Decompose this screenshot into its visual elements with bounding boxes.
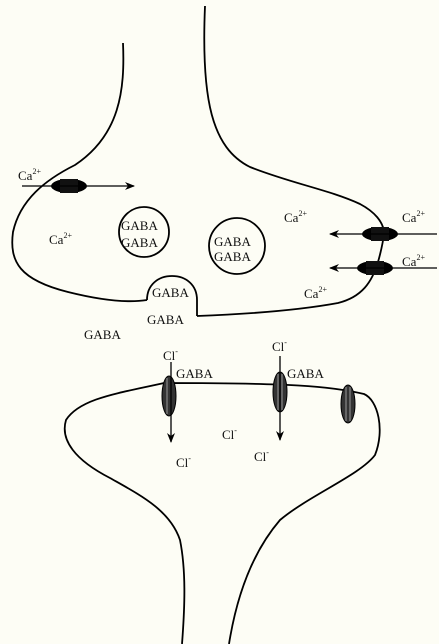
gaba-label-fusion-bottom: GABA — [147, 312, 184, 327]
gaba-label-receptor-1: GABA — [176, 366, 213, 381]
gaba-label-vesicle-1-top: GABA — [121, 218, 158, 233]
ca-label-right-inside-2: Ca2+ — [304, 285, 327, 301]
gaba-receptor-3 — [341, 385, 355, 423]
ca-label-left-outside: Ca2+ — [18, 167, 41, 183]
gaba-label-cleft: GABA — [84, 327, 121, 342]
ca-label-right-inside-1: Ca2+ — [284, 209, 307, 225]
gaba-label-fusion-top: GABA — [152, 285, 189, 300]
ca-label-right-outside-2: Ca2+ — [402, 253, 425, 269]
cl-label-inside-1: Cl- — [176, 454, 191, 470]
presynaptic-terminal-outline — [12, 6, 384, 316]
cl-label-inside-center: Cl- — [222, 426, 237, 442]
gaba-label-receptor-2: GABA — [287, 366, 324, 381]
cl-label-inside-2: Cl- — [254, 448, 269, 464]
gaba-label-vesicle-2-bottom: GABA — [214, 249, 251, 264]
gaba-receptor-1 — [162, 376, 176, 416]
cl-label-outside-1: Cl- — [163, 347, 178, 363]
cl-label-outside-2: Cl- — [272, 338, 287, 354]
gaba-label-vesicle-2-top: GABA — [214, 234, 251, 249]
gaba-label-vesicle-1-bottom: GABA — [121, 235, 158, 250]
ca-label-left-inside: Ca2+ — [49, 231, 72, 247]
ca-label-right-outside-1: Ca2+ — [402, 209, 425, 225]
postsynaptic-neuron-outline — [65, 383, 380, 644]
